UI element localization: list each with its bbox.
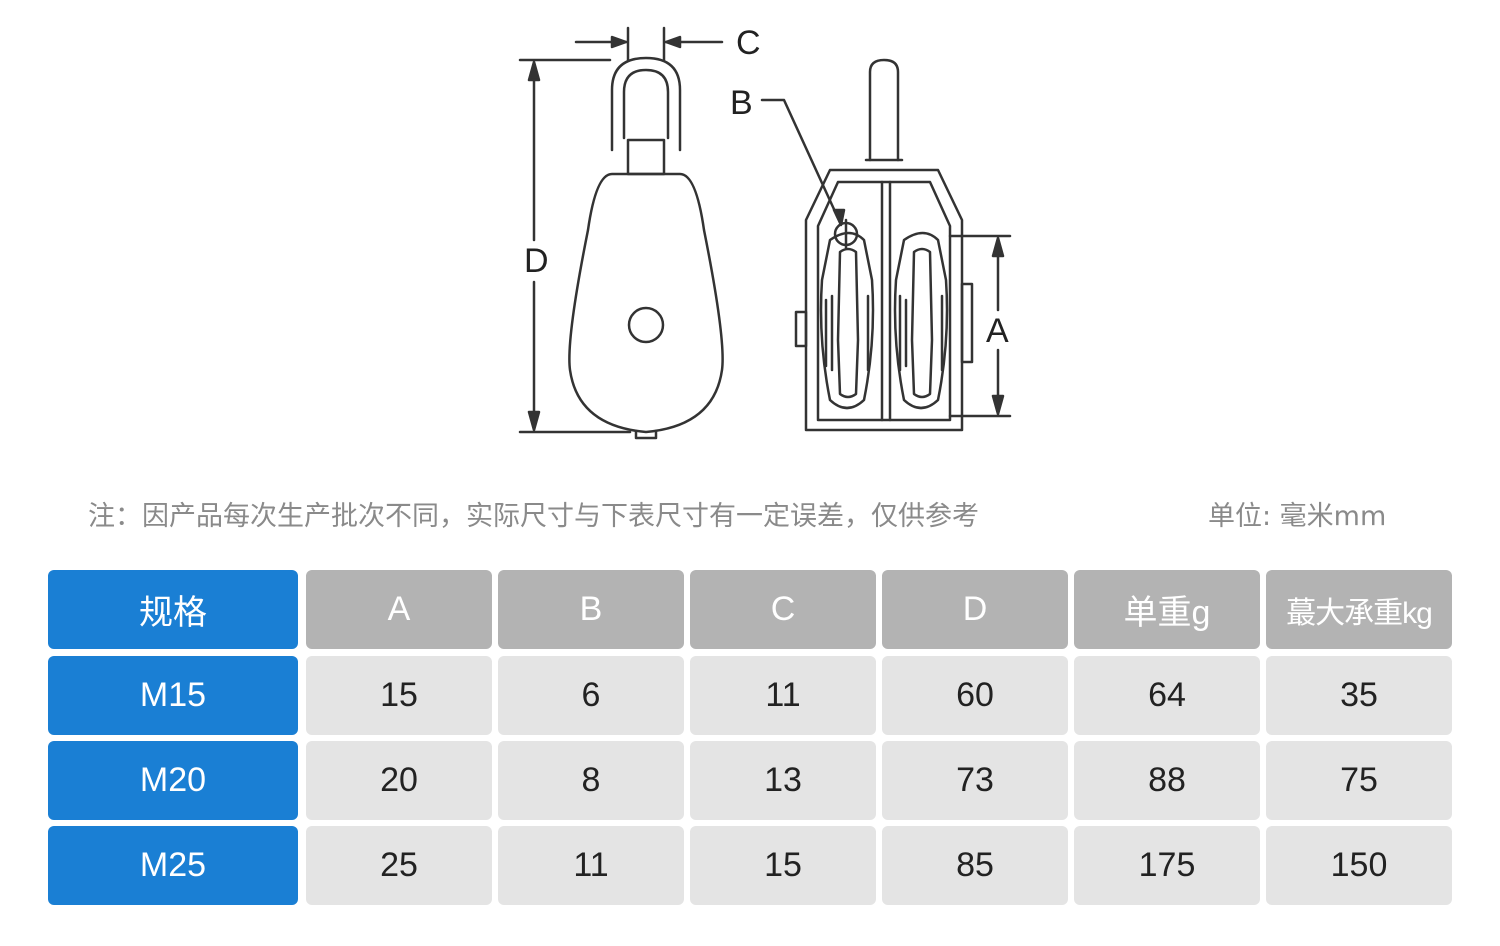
- table-cell: 35: [1266, 656, 1452, 735]
- header-weight: 单重g: [1074, 570, 1260, 649]
- body-bottom-nub: [634, 429, 658, 440]
- table-cell: 15: [306, 656, 492, 735]
- dimension-label-d: D: [524, 242, 549, 280]
- spec-cell: M25: [48, 826, 298, 905]
- spec-cell: M15: [48, 656, 298, 735]
- dimension-label-b: B: [730, 84, 753, 122]
- axle-hole: [627, 306, 665, 344]
- table-cell: 73: [882, 741, 1068, 820]
- unit-note: 单位: 毫米mm: [1208, 501, 1387, 532]
- table-cell: 11: [498, 826, 684, 905]
- table-cell: 6: [498, 656, 684, 735]
- swivel-eye-outline: [610, 56, 682, 152]
- table-cell: 64: [1074, 656, 1260, 735]
- tolerance-note: 注：因产品每次生产批次不同，实际尺寸与下表尺寸有一定误差，仅供参考 单位: 毫米…: [88, 494, 1418, 534]
- pulley-technical-drawing: C B D A: [518, 24, 1012, 440]
- table-cell: 88: [1074, 741, 1260, 820]
- table-cell: 75: [1266, 741, 1452, 820]
- header-a: A: [306, 570, 492, 649]
- dimension-label-a: A: [986, 312, 1009, 350]
- table-cell: 8: [498, 741, 684, 820]
- header-c: C: [690, 570, 876, 649]
- table-cell: 11: [690, 656, 876, 735]
- table-cell: 85: [882, 826, 1068, 905]
- side-frame-outline: [804, 168, 964, 432]
- table-cell: 15: [690, 826, 876, 905]
- table-cell: 175: [1074, 826, 1260, 905]
- table-cell: 20: [306, 741, 492, 820]
- dimension-label-c: C: [736, 24, 761, 62]
- table-cell: 60: [882, 656, 1068, 735]
- pulley-body-outline: [568, 172, 724, 434]
- table-cell: 13: [690, 741, 876, 820]
- header-d: D: [882, 570, 1068, 649]
- swivel-neck: [626, 138, 666, 176]
- table-cell: 25: [306, 826, 492, 905]
- header-spec: 规格: [48, 570, 298, 649]
- tolerance-note-text: 注：因产品每次生产批次不同，实际尺寸与下表尺寸有一定误差，仅供参考: [88, 501, 979, 532]
- header-max-load: 蕞大承重kg: [1266, 570, 1452, 649]
- shackle-pin: [868, 58, 900, 162]
- table-cell: 150: [1266, 826, 1452, 905]
- spec-cell: M20: [48, 741, 298, 820]
- left-sheave: [819, 231, 875, 410]
- swivel-eye-inner: [622, 68, 670, 140]
- right-sheave: [893, 231, 949, 410]
- header-b: B: [498, 570, 684, 649]
